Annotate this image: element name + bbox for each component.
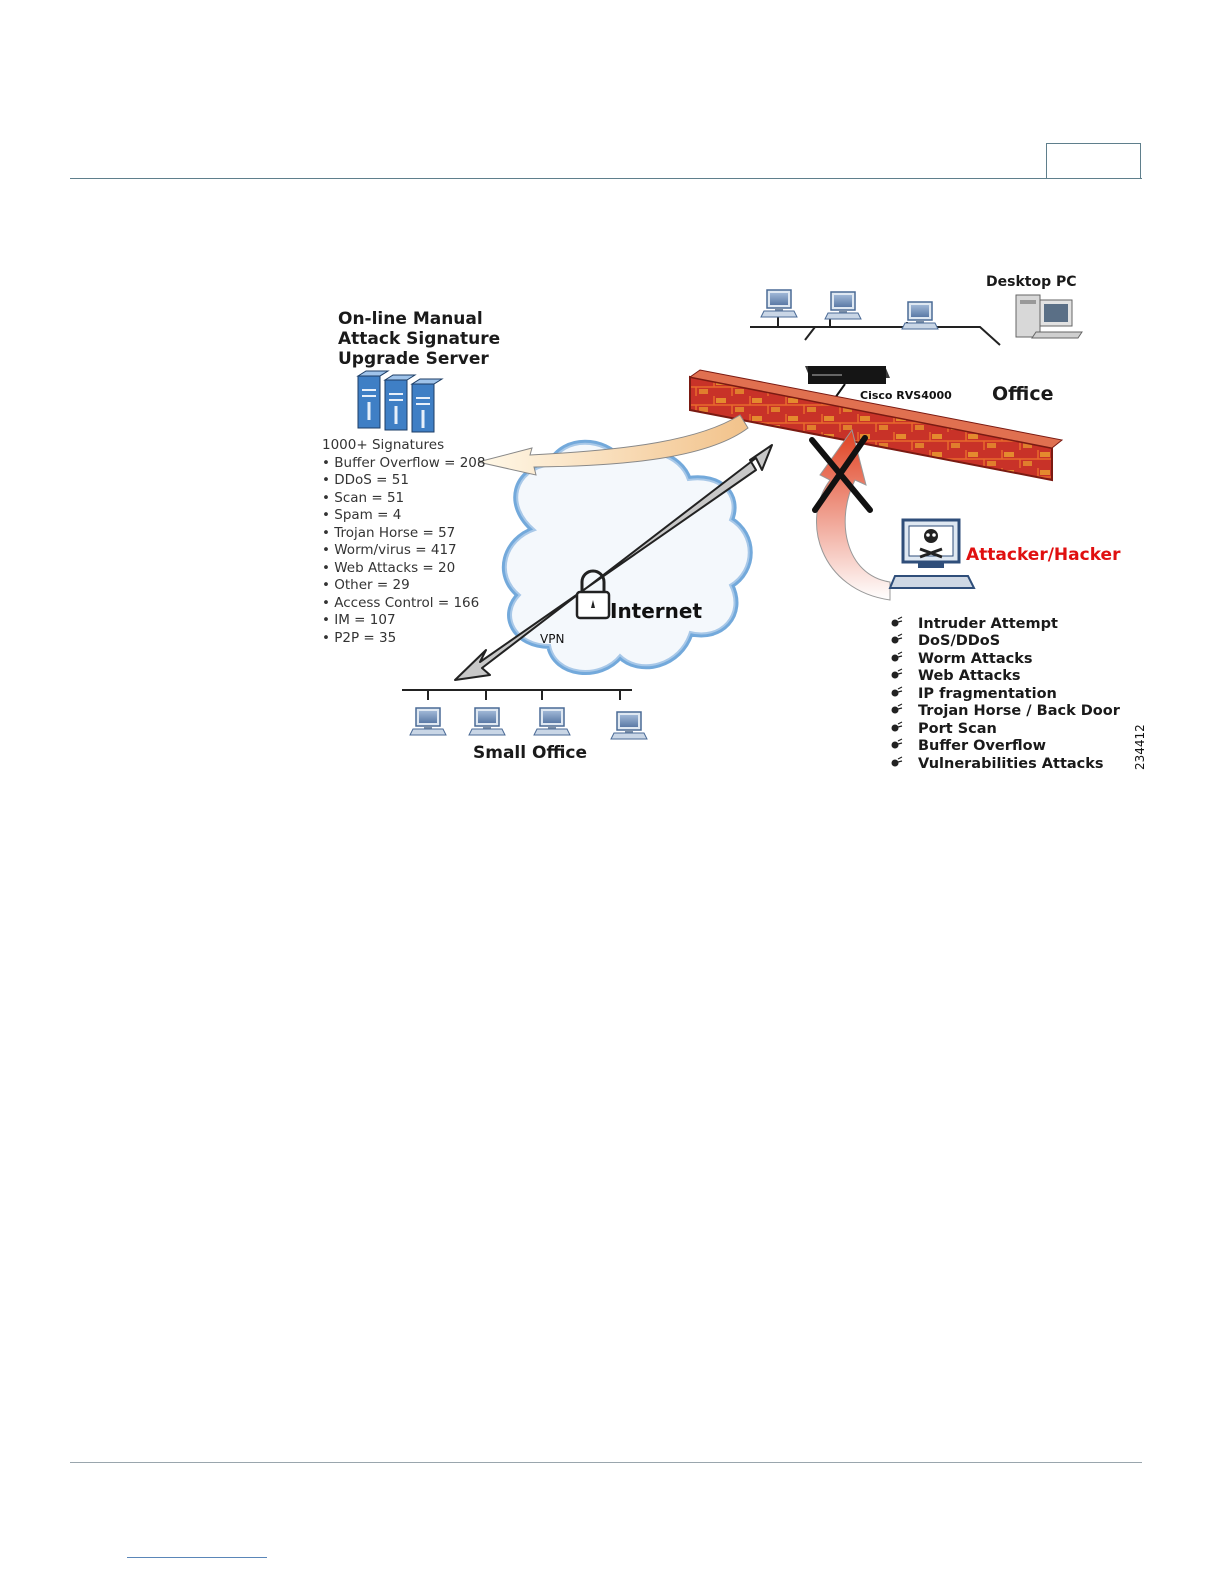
attack-bullet-icon <box>890 616 903 628</box>
attack-item: Intruder Attempt <box>918 616 1058 632</box>
attack-item: IP fragmentation <box>918 686 1057 702</box>
signature-item: • DDoS = 51 <box>322 472 409 488</box>
footer-rule <box>70 1462 1142 1463</box>
office-label: Office <box>992 383 1054 405</box>
signature-item: • P2P = 35 <box>322 630 396 646</box>
signature-item: • Web Attacks = 20 <box>322 560 455 576</box>
signature-item: • Worm/virus = 417 <box>322 542 457 558</box>
office-pc-icon <box>760 289 798 318</box>
header-tab <box>1046 143 1141 178</box>
attack-bullet-icon <box>890 756 903 768</box>
attack-item: DoS/DDoS <box>918 633 1000 649</box>
lock-icon <box>575 569 611 620</box>
router-icon <box>805 366 890 406</box>
server-title-line-2: Attack Signature <box>338 329 500 349</box>
figure-id-label: 234412 <box>1133 724 1147 770</box>
vpn-tunnel-arrow <box>454 444 773 681</box>
attack-bullet-icon <box>890 738 903 750</box>
device-label: Cisco RVS4000 <box>860 389 952 402</box>
footer-link-underline <box>127 1557 267 1558</box>
signature-item: • Other = 29 <box>322 577 410 593</box>
signature-server-icon <box>356 370 444 433</box>
signature-item: • Buffer Overflow = 208 <box>322 455 485 471</box>
attack-bullet-icon <box>890 651 903 663</box>
attack-bullet-icon <box>890 668 903 680</box>
office-pc-icon <box>824 291 862 320</box>
signature-item: • Scan = 51 <box>322 490 404 506</box>
server-title-line-3: Upgrade Server <box>338 349 489 369</box>
attack-item: Web Attacks <box>918 668 1020 684</box>
attack-item: Buffer Overflow <box>918 738 1046 754</box>
firewall-wall <box>688 369 1064 482</box>
office-pc-icon <box>901 301 939 330</box>
attack-bullet-icon <box>890 703 903 715</box>
network-security-diagram: Desktop PC Cisco RVS4000 Office Internet… <box>322 274 1147 772</box>
internet-label: Internet <box>610 599 702 623</box>
small-office-pc-icon <box>468 707 506 736</box>
attack-bullet-icon <box>890 721 903 733</box>
office-lan <box>750 289 1001 346</box>
desktop-pc-icon <box>1015 294 1083 339</box>
signature-item: • Trojan Horse = 57 <box>322 525 455 541</box>
attacker-computer-icon <box>888 518 976 589</box>
signature-update-arrow <box>477 414 749 476</box>
signatures-heading: 1000+ Signatures <box>322 437 444 453</box>
attack-item: Vulnerabilities Attacks <box>918 756 1104 772</box>
attack-item: Worm Attacks <box>918 651 1033 667</box>
blocked-attack-arrow <box>809 428 891 601</box>
attack-bullet-icon <box>890 686 903 698</box>
small-office-pc-icon <box>610 711 648 740</box>
small-office-pc-icon <box>409 707 447 736</box>
attacker-label: Attacker/Hacker <box>966 545 1121 565</box>
signature-item: • Spam = 4 <box>322 507 401 523</box>
server-title-line-1: On-line Manual <box>338 309 483 329</box>
signature-item: • IM = 107 <box>322 612 396 628</box>
small-office-pc-icon <box>533 707 571 736</box>
vpn-label: VPN <box>540 632 564 646</box>
attack-bullet-icon <box>890 633 903 645</box>
signature-item: • Access Control = 166 <box>322 595 479 611</box>
attack-item: Trojan Horse / Back Door <box>918 703 1121 719</box>
attack-list: Intruder Attempt DoS/DDoS Worm Attacks W… <box>890 616 1121 772</box>
small-office-label: Small Office <box>473 743 587 763</box>
small-office-lan <box>402 689 648 740</box>
attack-item: Port Scan <box>918 721 997 737</box>
header-rule <box>70 178 1142 179</box>
desktop-pc-label: Desktop PC <box>986 274 1077 290</box>
